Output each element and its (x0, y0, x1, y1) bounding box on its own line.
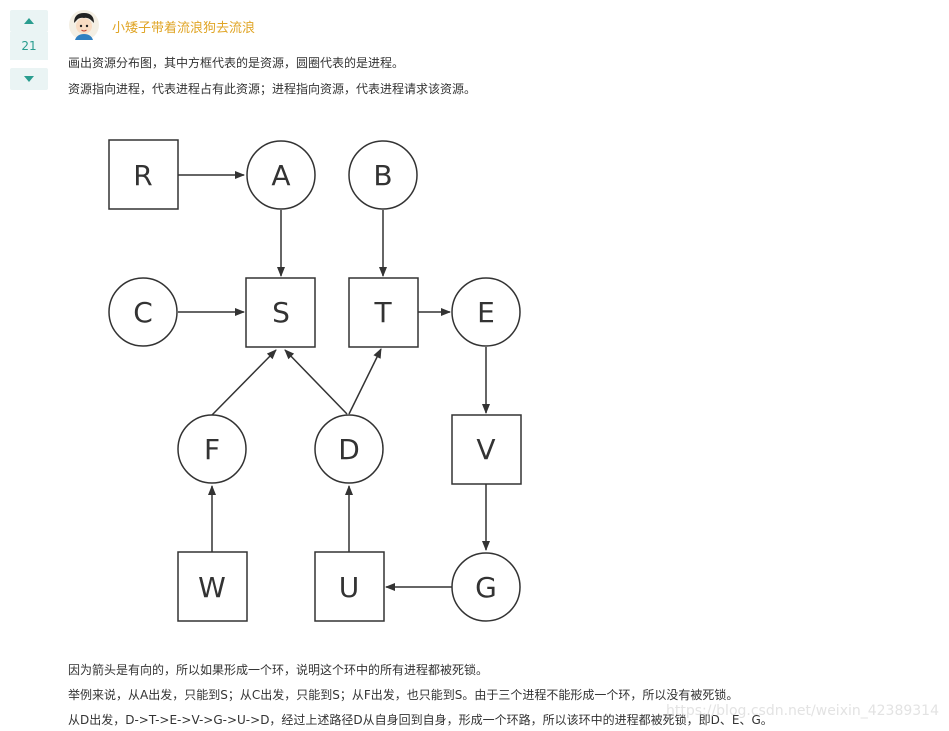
avatar[interactable] (68, 9, 100, 41)
node-r-label: R (133, 159, 152, 192)
node-d-circle (314, 414, 384, 484)
arrow-up-icon (24, 18, 34, 24)
node-s-label: S (272, 296, 290, 329)
node-g-label: G (475, 571, 497, 604)
edge-f-s (211, 349, 277, 416)
node-a-circle (246, 140, 316, 210)
node-a-label: A (271, 159, 290, 192)
intro-line-2: 资源指向进程，代表进程占有此资源；进程指向资源，代表进程请求该资源。 (68, 82, 477, 96)
edge-d-s (284, 349, 348, 415)
node-f-circle (177, 414, 247, 484)
node-t-box (348, 277, 419, 348)
watermark: https://blog.csdn.net/weixin_42389314 (665, 703, 939, 719)
node-e-circle (451, 277, 521, 347)
node-b-circle (348, 140, 418, 210)
node-s-box (245, 277, 316, 348)
downvote-button[interactable] (10, 68, 48, 90)
author-name[interactable]: 小矮子带着流浪狗去流浪 (112, 21, 256, 36)
node-v-label: V (476, 433, 495, 466)
node-v-box (451, 414, 522, 485)
node-r-box (108, 139, 179, 210)
arrow-down-icon (24, 76, 34, 82)
node-e-label: E (477, 296, 495, 329)
node-w-box (177, 551, 248, 622)
vote-panel: 21 (10, 10, 48, 90)
vote-count: 21 (10, 32, 48, 60)
explanation-line-3: 从D出发，D->T->E->V->G->U->D，经过上述路径D从自身回到自身，… (68, 713, 773, 727)
upvote-button[interactable] (10, 10, 48, 32)
intro-line-1: 画出资源分布图，其中方框代表的是资源，圆圈代表的是进程。 (68, 56, 405, 70)
node-f-label: F (204, 433, 220, 466)
node-u-box (314, 551, 385, 622)
node-g-circle (451, 552, 521, 622)
node-d-label: D (338, 433, 360, 466)
node-c-circle (108, 277, 178, 347)
resource-allocation-graph: R A B C S T E F D V W U G (108, 139, 522, 622)
node-b-label: B (373, 159, 392, 192)
node-t-label: T (373, 296, 392, 329)
explanation-line-1: 因为箭头是有向的，所以如果形成一个环，说明这个环中的所有进程都被死锁。 (68, 663, 489, 677)
edge-d-t (348, 348, 382, 415)
node-w-label: W (198, 571, 226, 604)
node-c-label: C (133, 296, 153, 329)
explanation-line-2: 举例来说，从A出发，只能到S；从C出发，只能到S；从F出发，也只能到S。由于三个… (68, 688, 739, 702)
node-u-label: U (339, 571, 360, 604)
